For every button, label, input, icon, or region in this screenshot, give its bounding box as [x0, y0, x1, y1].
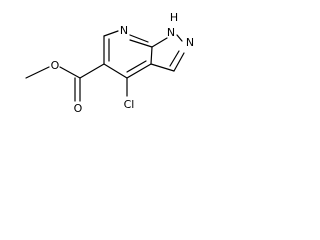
bond-o-methyl [25, 66, 50, 79]
bond-c3a-c7a [150, 46, 153, 65]
bond-c3a-c3 [150, 63, 175, 72]
atom-o-ester: O [51, 59, 60, 72]
bond-c7a-n7 [129, 39, 153, 48]
atom-h: H [170, 11, 178, 24]
bond-c4-c3a-inner [126, 60, 147, 73]
atom-n-pyrazole: N [186, 36, 194, 49]
bond-n2-n1 [176, 34, 183, 42]
atom-n-h: N [167, 26, 175, 39]
bond-n7-c6 [103, 30, 119, 37]
atom-cl: Cl [124, 98, 135, 111]
bond-c7a-n1 [151, 37, 168, 48]
bond-c-o-ester [59, 66, 81, 79]
bond-c4-c3a [126, 63, 152, 79]
bond-n7-c7a-inner [129, 34, 149, 43]
atom-n-pyridine: N [120, 24, 128, 37]
bond-c5-c4 [103, 63, 128, 79]
atom-o-carbonyl: O [74, 102, 83, 115]
chemical-structure: N N H N Cl O O [25, 11, 194, 115]
bond-c3-n2-inner [169, 50, 180, 67]
bond-c3-n2 [173, 52, 185, 72]
bond-c5-c-carbonyl [79, 63, 105, 79]
